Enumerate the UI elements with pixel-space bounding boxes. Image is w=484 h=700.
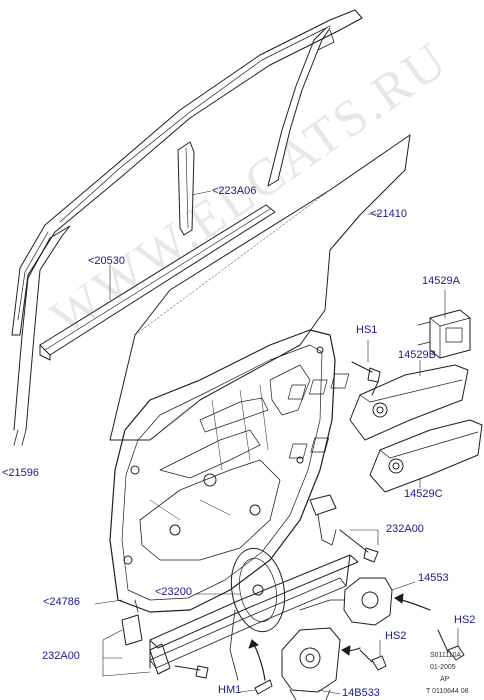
switch-14529a — [417, 309, 471, 359]
direction-arrows — [248, 593, 431, 681]
drawing-code-4: T 0110644 08 — [426, 688, 469, 695]
label-20530: <20530 — [88, 255, 126, 267]
drawing-code-2: 01-2005 — [430, 664, 456, 671]
bolt-hs2-right — [437, 629, 465, 661]
leader-lines — [94, 190, 459, 695]
label-14529a: 14529A — [422, 275, 460, 287]
switch-14529c — [288, 419, 483, 493]
label-14529b: 14529B — [398, 349, 436, 361]
bolt-hs1 — [351, 361, 381, 396]
window-regulator — [149, 547, 359, 681]
label-14b533: 14B533 — [342, 687, 380, 699]
label-14553: 14553 — [418, 572, 449, 584]
switch-14529b — [287, 364, 469, 441]
label-hs2-right: HS2 — [454, 614, 476, 626]
belt-weatherstrip — [39, 204, 276, 361]
door-glass — [109, 134, 411, 441]
window-motor — [299, 577, 393, 626]
rivet-hm1 — [254, 679, 273, 695]
label-24786: <24786 — [43, 596, 81, 608]
label-hm1: HM1 — [218, 684, 242, 696]
label-14529c: 14529C — [404, 488, 443, 500]
label-232a00-right: 232A00 — [386, 523, 424, 535]
drawing-code-3: AP — [440, 676, 450, 683]
label-hs1: HS1 — [356, 324, 378, 336]
label-232a00-left: 232A00 — [42, 650, 80, 662]
drawing-code-1: S011110A — [430, 652, 462, 659]
label-223a06: <223A06 — [212, 185, 257, 197]
clip-232a00-left — [121, 614, 209, 679]
window-frame-seal — [11, 9, 363, 446]
label-hs2-lower: HS2 — [385, 630, 407, 642]
label-21596: <21596 — [2, 467, 40, 479]
clip-232a00-right — [309, 494, 379, 563]
division-channel — [177, 141, 195, 236]
label-21410: <21410 — [370, 208, 408, 220]
bolt-hs2-lower — [359, 649, 387, 671]
door-inner-panel — [109, 329, 336, 613]
regulator-motor-lower — [281, 627, 341, 700]
label-23200: <23200 — [155, 586, 193, 598]
